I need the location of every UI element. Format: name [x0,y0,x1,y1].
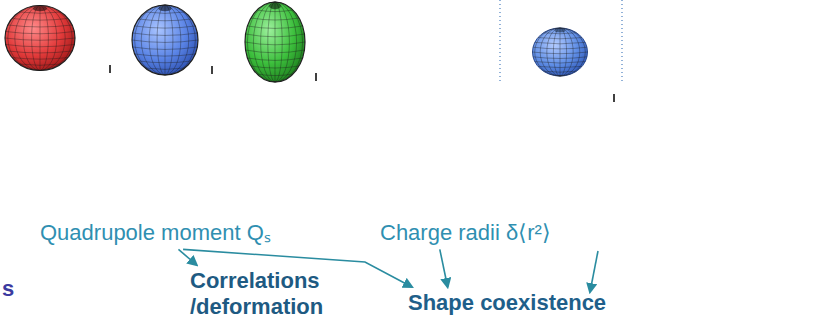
prolate-nucleus [245,2,305,82]
charge-radius-nucleus [533,28,588,76]
text-node: Correlations /deformation [190,268,323,321]
text-node: Charge radii δ⟨r²⟩ [380,220,551,246]
text-node: Shape coexistence [408,290,606,316]
node-text: Charge radii δ⟨r²⟩ [380,220,551,246]
tick-marks [110,65,614,102]
node-text: Shape coexistence [408,290,606,316]
node-text: Quadrupole moment Qₛ [40,220,271,246]
pointer-arrow [590,251,598,292]
connector-arrow [440,249,448,287]
cut-off-label: s [2,276,14,302]
oblate-nucleus [5,5,75,70]
spherical-nucleus [132,5,198,75]
text-node: Quadrupole moment Qₛ [40,220,271,246]
connector-arrow [178,249,196,265]
radius-guide-lines [500,0,622,82]
node-text: Correlations /deformation [190,268,323,321]
